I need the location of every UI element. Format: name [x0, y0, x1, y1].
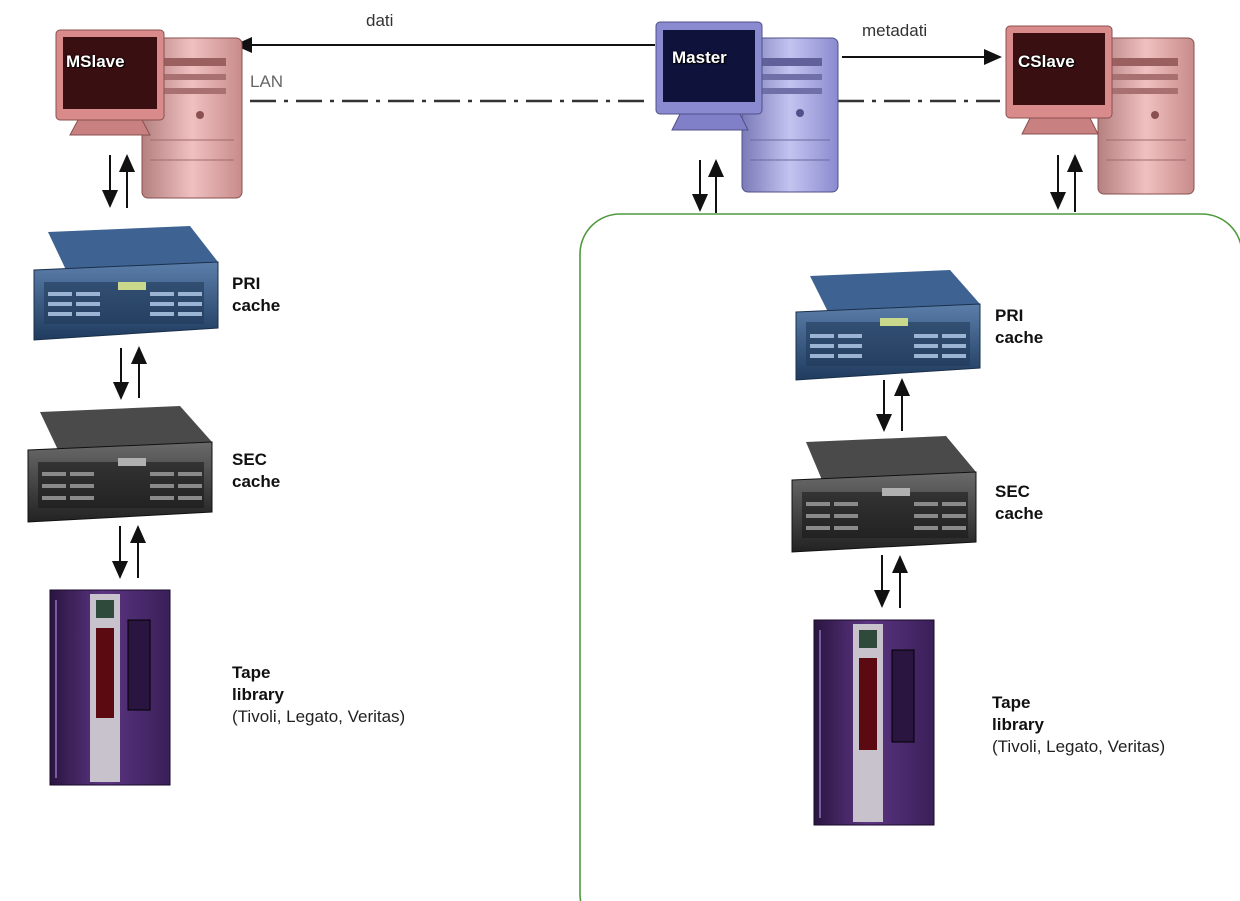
left-arrows-pc-pri	[102, 154, 135, 208]
left-tape-line2: library	[232, 685, 284, 704]
cslave-computer-icon	[1005, 25, 1195, 195]
cslave-label: CSlave	[1018, 52, 1075, 71]
left-tape-line1: Tape	[232, 663, 271, 682]
right-arrows-pri-sec	[876, 378, 910, 432]
left-sec-cache-icon	[27, 406, 213, 523]
left-sec-cache-label: SEC cache	[232, 449, 280, 493]
left-pri-line2: cache	[232, 296, 281, 315]
right-pri-cache-label: PRI cache	[995, 305, 1043, 349]
left-tape-library-label: Tape library (Tivoli, Legato, Veritas)	[232, 662, 405, 728]
metadata-link-label: metadati	[862, 21, 928, 40]
left-arrows-pri-sec	[113, 346, 147, 400]
cslave-arrows	[1050, 154, 1083, 212]
lan-label: LAN	[250, 72, 284, 91]
right-sec-cache-icon	[791, 436, 977, 553]
left-pri-cache-icon	[33, 226, 219, 341]
left-tape-library-icon	[49, 589, 171, 786]
right-tape-library-label: Tape library (Tivoli, Legato, Veritas)	[992, 692, 1165, 758]
mslave-computer-icon	[55, 29, 243, 199]
right-pri-line2: cache	[995, 328, 1044, 347]
data-link-label: dati	[366, 11, 394, 30]
right-pri-line1: PRI	[995, 306, 1024, 325]
left-arrows-sec-tape	[112, 525, 146, 579]
right-sec-line2: cache	[995, 504, 1044, 523]
mslave-label: MSlave	[66, 52, 125, 71]
right-tape-products: (Tivoli, Legato, Veritas)	[992, 737, 1166, 756]
left-pri-cache-label: PRI cache	[232, 273, 280, 317]
right-tape-line2: library	[992, 715, 1044, 734]
left-sec-line1: SEC	[232, 450, 267, 469]
left-sec-line2: cache	[232, 472, 281, 491]
master-computer-icon	[655, 21, 839, 193]
master-label: Master	[672, 48, 727, 67]
group-enclosure	[579, 213, 1240, 901]
right-tape-line1: Tape	[992, 693, 1031, 712]
right-pri-cache-icon	[795, 270, 981, 381]
left-pri-line1: PRI	[232, 274, 261, 293]
left-tape-products: (Tivoli, Legato, Veritas)	[232, 707, 406, 726]
right-tape-library-icon	[813, 619, 935, 826]
master-arrows	[692, 159, 724, 213]
right-arrows-sec-tape	[874, 555, 908, 608]
right-sec-line1: SEC	[995, 482, 1030, 501]
right-sec-cache-label: SEC cache	[995, 481, 1043, 525]
